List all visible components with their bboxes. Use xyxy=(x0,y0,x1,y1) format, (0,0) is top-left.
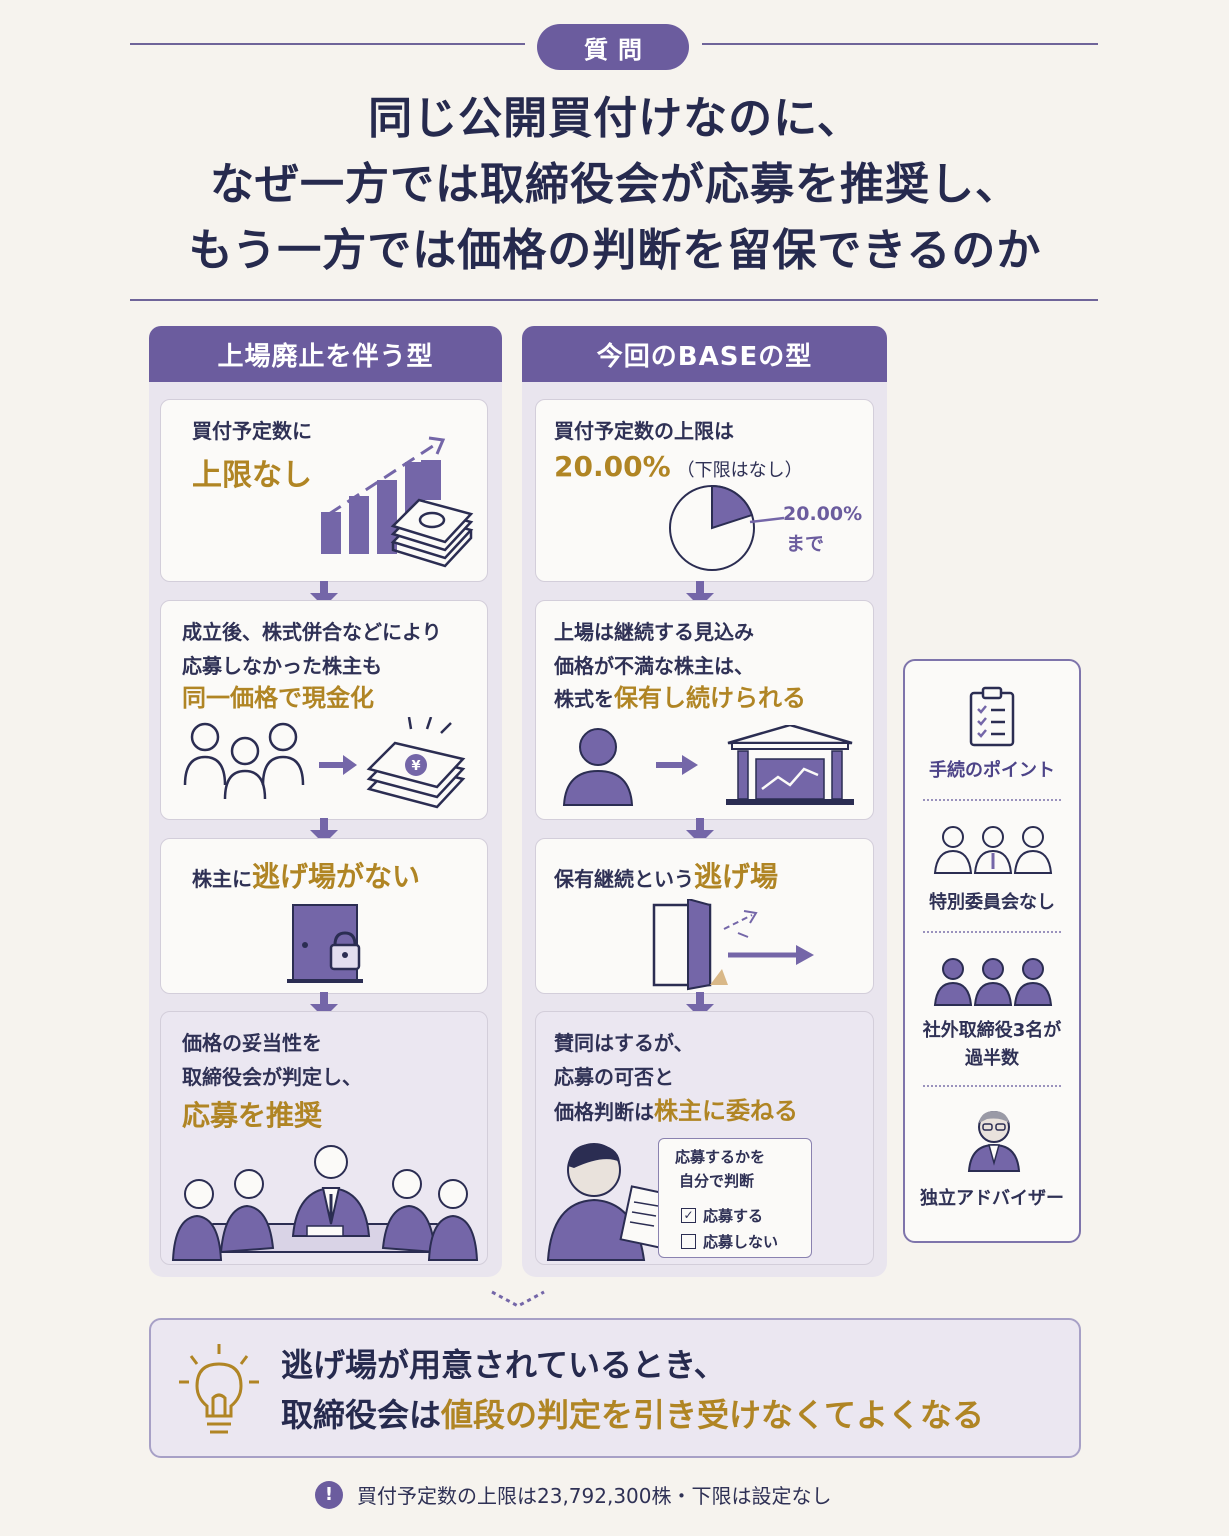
sidebar-title: 手続のポイント xyxy=(929,760,1055,781)
right-card4-line2: 応募の可否と xyxy=(554,1065,674,1089)
left-card4-line2: 取締役会が判定し、 xyxy=(182,1065,362,1089)
left-card3-highlight: 逃げ場がない xyxy=(252,860,421,893)
committee-members-icon xyxy=(933,826,1053,874)
sidebar-item-directors-line1: 社外取締役3名が xyxy=(922,1020,1062,1041)
decision-memo: 応募するかを 自分で判断 ✓ 応募する 応募しない xyxy=(658,1138,812,1258)
footnote-text: 買付予定数の上限は23,792,300株・下限は設定なし xyxy=(357,1484,832,1508)
option-apply-label: 応募する xyxy=(703,1207,764,1225)
independent-advisor-icon xyxy=(967,1111,1021,1172)
question-tag: 質問 xyxy=(537,24,689,70)
sidebar-item-no-committee: 特別委員会なし xyxy=(929,892,1055,913)
sidebar-divider-2 xyxy=(923,931,1061,933)
right-card1-sub: （下限はなし） xyxy=(676,460,803,481)
connector-chevron xyxy=(491,1290,545,1308)
board-meeting-illustration xyxy=(171,1145,479,1261)
conclusion-line2-highlight: 値段の判定を引き受けなくてよくなる xyxy=(441,1396,985,1434)
left-card3-prefix: 株主に xyxy=(192,867,252,891)
title-line-1: 同じ公開買付けなのに、 xyxy=(368,93,862,144)
left-card-no-escape: 株主に逃げ場がない xyxy=(160,838,488,994)
option-not-apply: 応募しない xyxy=(681,1227,779,1257)
left-card3-text: 株主に逃げ場がない xyxy=(192,855,420,896)
left-card1-line: 買付予定数に xyxy=(192,419,312,443)
footnote: ! 買付予定数の上限は23,792,300株・下限は設定なし xyxy=(315,1480,832,1509)
right-card3-highlight: 逃げ場 xyxy=(694,860,779,893)
right-card3-text: 保有継続という逃げ場 xyxy=(554,855,778,896)
clipboard-icon xyxy=(969,686,1015,747)
left-card2-line2: 応募しなかった株主も xyxy=(182,654,382,678)
checked-box-icon: ✓ xyxy=(681,1208,696,1223)
sidebar-divider-3 xyxy=(923,1085,1061,1087)
header-rule-left xyxy=(130,43,525,45)
right-card4-line1: 賛同はするが、 xyxy=(554,1031,694,1055)
left-column-heading: 上場廃止を伴う型 xyxy=(149,326,502,382)
lightbulb-icon xyxy=(179,1344,259,1434)
right-card4-prefix: 価格判断は xyxy=(554,1100,654,1124)
conclusion-text: 逃げ場が用意されているとき、 取締役会は値段の判定を引き受けなくてよくなる xyxy=(281,1340,984,1440)
right-card1-value-row: 20.00%（下限はなし） xyxy=(554,450,803,488)
right-card2-highlight-row: 株式を保有し続けられる xyxy=(554,681,806,716)
left-card4-highlight: 応募を推奨 xyxy=(182,1099,323,1132)
open-door-exit-icon xyxy=(652,899,814,991)
title-line-2: なぜ一方では取締役会が応募を推奨し、 xyxy=(210,159,1020,210)
empty-box-icon xyxy=(681,1234,696,1249)
header-rule-right xyxy=(702,43,1098,45)
right-card2-line2: 価格が不満な株主は、 xyxy=(554,654,754,678)
option-not-apply-label: 応募しない xyxy=(703,1233,779,1251)
shareholders-to-cash-icon: ¥ xyxy=(183,717,466,809)
conclusion-line2-prefix: 取締役会は xyxy=(281,1396,442,1434)
sidebar-item-advisor: 独立アドバイザー xyxy=(920,1188,1064,1209)
left-card-squeeze-out: 成立後、株式併合などにより 応募しなかった株主も 同一価格で現金化 ¥ xyxy=(160,600,488,820)
pie-label-value: 20.00% xyxy=(783,503,863,525)
pie-slice-cap xyxy=(711,484,754,530)
left-card4-line1: 価格の妥当性を xyxy=(182,1031,322,1055)
right-card-keep-listing: 上場は継続する見込み 価格が不満な株主は、 株式を保有し続けられる xyxy=(535,600,874,820)
right-card2-line1: 上場は継続する見込み xyxy=(554,620,754,644)
page-title: 同じ公開買付けなのに、 なぜ一方では取締役会が応募を推奨し、 もう一方では価格の… xyxy=(120,86,1110,284)
locked-door-icon xyxy=(287,904,363,983)
pie-label-unit: まで xyxy=(786,533,825,555)
option-apply: ✓ 応募する xyxy=(681,1201,764,1231)
left-card2-highlight: 同一価格で現金化 xyxy=(182,684,374,712)
right-card-shareholders-decide: 賛同はするが、 応募の可否と 価格判断は株主に委ねる 応募するかを 自分で判断 … xyxy=(535,1011,874,1265)
right-card-cap: 買付予定数の上限は 20.00%（下限はなし） 20.00% まで xyxy=(535,399,874,582)
left-card1-highlight: 上限なし xyxy=(192,458,312,493)
sidebar-item-directors-line2: 過半数 xyxy=(965,1048,1019,1069)
rising-bars-cash-icon xyxy=(321,436,474,568)
memo-line1: 応募するかを xyxy=(675,1148,766,1166)
title-line-3: もう一方では価格の判断を留保できるのか xyxy=(188,225,1042,276)
right-card3-prefix: 保有継続という xyxy=(554,867,694,891)
exclamation-icon: ! xyxy=(315,1480,343,1509)
conclusion-box: 逃げ場が用意されているとき、 取締役会は値段の判定を引き受けなくてよくなる xyxy=(149,1318,1081,1458)
conclusion-line2: 取締役会は値段の判定を引き受けなくてよくなる xyxy=(281,1390,984,1440)
procedure-points-panel: 手続のポイント 特別委員会なし 社外取締役3名が 過半数 独立アドバイザー xyxy=(903,659,1081,1243)
memo-line2: 自分で判断 xyxy=(679,1172,755,1190)
left-card-board-recommends: 価格の妥当性を 取締役会が判定し、 応募を推奨 xyxy=(160,1011,488,1265)
left-card-no-limit: 買付予定数に 上限なし xyxy=(160,399,488,582)
outside-directors-icon xyxy=(933,958,1053,1006)
right-card1-line: 買付予定数の上限は xyxy=(554,419,734,443)
right-card-escape-route: 保有継続という逃げ場 xyxy=(535,838,874,994)
right-card4-highlight-row: 価格判断は株主に委ねる xyxy=(554,1094,798,1129)
cap-pie-chart xyxy=(669,484,785,571)
sidebar-divider-1 xyxy=(923,799,1061,801)
title-rule xyxy=(130,299,1098,301)
svg-text:¥: ¥ xyxy=(411,759,420,774)
right-card2-prefix: 株式を xyxy=(554,687,614,711)
left-card2-line1: 成立後、株式併合などにより xyxy=(182,620,442,644)
right-card1-value: 20.00% xyxy=(554,450,671,483)
shareholder-to-exchange-icon xyxy=(562,725,854,806)
shareholder-reading-icon xyxy=(546,1143,673,1261)
right-card4-highlight: 株主に委ねる xyxy=(654,1097,798,1125)
right-card2-highlight: 保有し続けられる xyxy=(614,684,806,712)
conclusion-line1: 逃げ場が用意されているとき、 xyxy=(281,1346,726,1384)
right-column-heading: 今回のBASEの型 xyxy=(522,326,887,382)
